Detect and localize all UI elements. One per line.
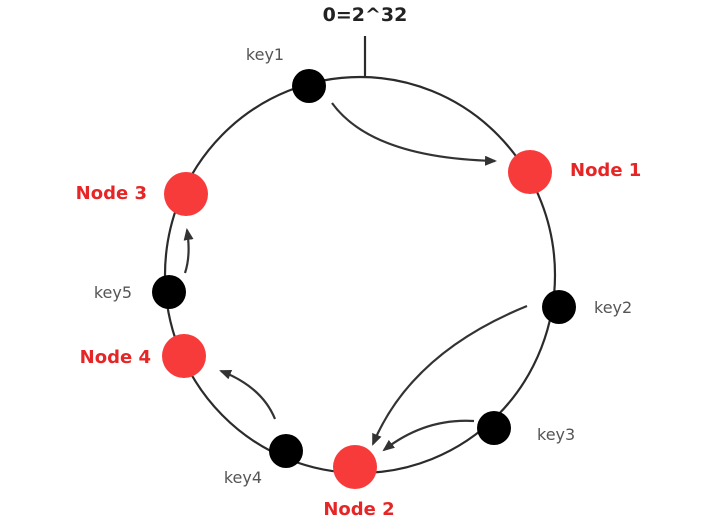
ring-origin-label: 0=2^32 <box>323 4 408 26</box>
node-4-marker <box>162 334 206 378</box>
node-3-label: Node 3 <box>76 183 147 204</box>
mapping-arrow-key4-node4 <box>219 369 277 420</box>
key-2-marker <box>542 290 576 324</box>
mapping-arrow-key2-node2 <box>371 304 528 446</box>
key-5-marker <box>152 275 186 309</box>
node-3-marker <box>164 172 208 216</box>
mapping-arrow-key1-node1 <box>331 102 497 166</box>
mapping-arrow-key5-node3 <box>183 228 194 274</box>
node-2-label: Node 2 <box>323 499 394 520</box>
node-1-label: Node 1 <box>570 160 641 181</box>
key-4-marker <box>269 434 303 468</box>
key-1-marker <box>292 69 326 103</box>
key-2-label: key2 <box>594 298 632 317</box>
key-3-label: key3 <box>537 425 575 444</box>
key-5-label: key5 <box>94 283 132 302</box>
key-3-marker <box>477 411 511 445</box>
node-1-marker <box>508 150 552 194</box>
key-4-label: key4 <box>224 468 262 487</box>
key-1-label: key1 <box>246 45 284 64</box>
node-4-label: Node 4 <box>80 347 151 368</box>
mapping-arrow-key3-node2 <box>382 419 475 452</box>
node-2-marker <box>333 445 377 489</box>
